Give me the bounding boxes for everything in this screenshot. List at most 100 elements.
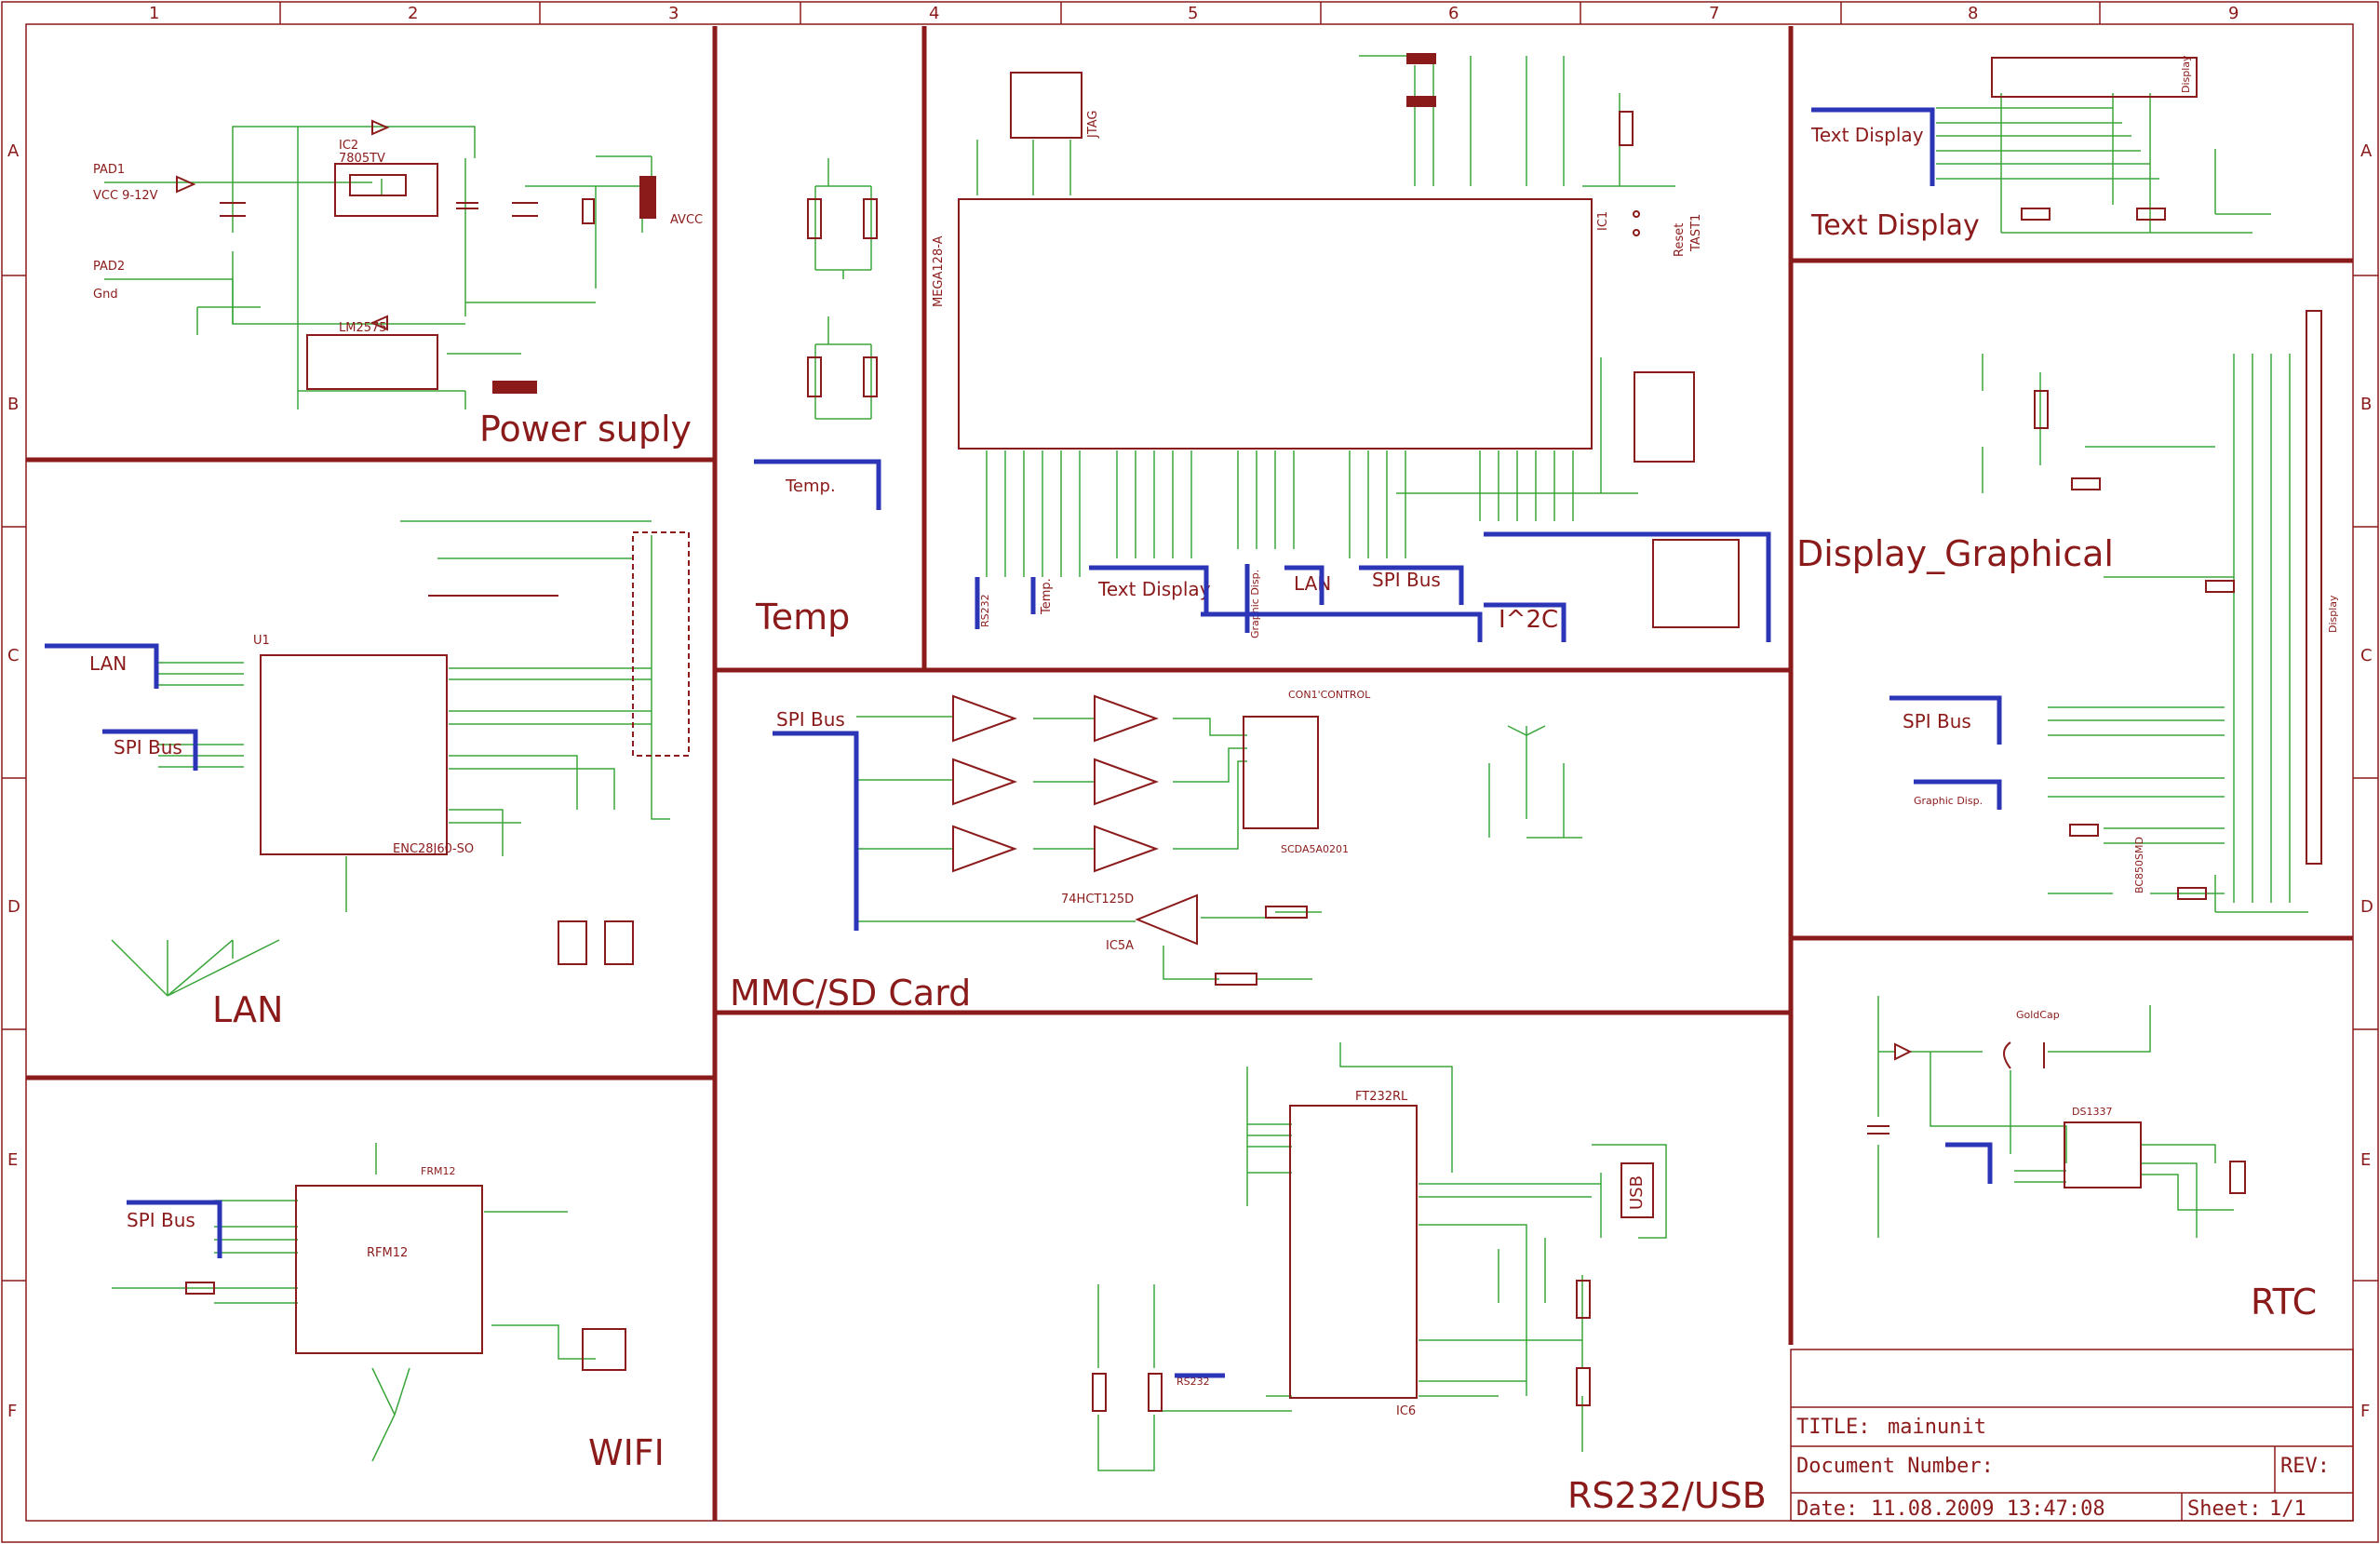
- lan-bus-lines: [45, 643, 198, 771]
- ic1-label: IC1: [1596, 211, 1610, 231]
- reset-label: Reset: [1673, 223, 1687, 257]
- row-label: E: [7, 1150, 18, 1170]
- date-value: 11.08.2009 13:47:08: [1871, 1497, 2105, 1521]
- rtc-bus-lines: [1945, 1142, 1993, 1184]
- rtc-circuit: [1877, 996, 2234, 1238]
- led1: [558, 920, 587, 965]
- rfm12-module: [295, 1185, 483, 1354]
- row-label: E: [2360, 1150, 2371, 1170]
- wifi-bus-lines: [127, 1200, 222, 1258]
- section-dividers: [26, 26, 2353, 1521]
- row-label: B: [7, 395, 19, 414]
- row-label: B: [2360, 395, 2372, 414]
- goldcap-capacitor: [2003, 1041, 2011, 1069]
- con1-label: CON1'CONTROL: [1288, 689, 1371, 701]
- rj45-connector: [632, 531, 690, 757]
- wifi-parts: [185, 1185, 626, 1371]
- mega128-chip: [958, 198, 1593, 450]
- mcu-bus-lines: [975, 531, 1771, 642]
- col-label: 9: [2228, 4, 2239, 23]
- temp-parts: [807, 198, 878, 397]
- graphic-display-circuit: [1982, 354, 2308, 913]
- buffer-ic3f: [1094, 694, 1159, 743]
- pad2-label: PAD2: [93, 260, 125, 274]
- tast1-label: TAST1: [1689, 214, 1703, 252]
- grid-labels: 1 2 3 4 5 6 7 8 9 A B C D E F A B C D E …: [7, 4, 2373, 1421]
- temp-bus-lines: [754, 459, 881, 510]
- ft232rl-chip: [1289, 1105, 1418, 1399]
- rtc-parts: [1867, 1041, 2246, 1194]
- ds1337-label: DS1337: [2072, 1106, 2112, 1118]
- graphical-display-connector-label: Display: [2327, 595, 2339, 633]
- buffer-ic3c: [952, 825, 1017, 873]
- scda-label: SCDA5A0201: [1281, 843, 1349, 855]
- mcu-parts: [958, 53, 1740, 628]
- section-title-text-display: Text Display: [1810, 209, 1980, 242]
- diode-v1: [371, 119, 390, 136]
- bus-label-rs232-mcu: RS232: [979, 594, 991, 627]
- ic5a-label: IC5A: [1106, 939, 1134, 953]
- col-label: 7: [1709, 4, 1719, 23]
- rs232-circuit: [1097, 1042, 1667, 1471]
- temp-circuit: [814, 158, 872, 420]
- bus-label-temp-mcu: Temp.: [1040, 578, 1054, 615]
- section-title-lan: LAN: [212, 989, 283, 1030]
- isp-header: [1634, 371, 1695, 463]
- pad1-label: PAD1: [93, 163, 125, 177]
- col-label: 2: [408, 4, 418, 23]
- diode-v3: [370, 315, 388, 331]
- power-parts: [176, 119, 656, 394]
- jtag-header: [1010, 72, 1082, 139]
- text-display-header: [1991, 57, 2198, 98]
- section-title-power: Power suply: [479, 409, 692, 450]
- section-title-rs232: RS232/USB: [1567, 1475, 1767, 1516]
- row-label: A: [7, 141, 20, 161]
- usb-connector: [1620, 1162, 1654, 1218]
- lm2575-regulator: [306, 334, 438, 390]
- row-label: F: [2360, 1402, 2370, 1421]
- graphic-display-bus-lines: [1889, 695, 2002, 810]
- mega-label: MEGA128-A: [932, 235, 946, 307]
- avcc-label: AVCC: [670, 213, 703, 227]
- row-label: C: [2360, 646, 2373, 665]
- buffer-ic3a: [952, 694, 1017, 743]
- lan-circuit: [111, 520, 670, 997]
- text-display-parts: [1991, 57, 2198, 221]
- jp5-header: [582, 1328, 626, 1371]
- document-number-label: Document Number:: [1796, 1455, 1994, 1478]
- display-label: Display: [2180, 55, 2192, 93]
- bus-label-temp: Temp.: [785, 477, 836, 496]
- row-label: F: [7, 1402, 17, 1421]
- inductor-l1: [639, 176, 656, 219]
- diode-v4: [1894, 1042, 1913, 1061]
- bus-label-spi-wifi: SPI Bus: [127, 1209, 195, 1231]
- lm2575-label: LM2575: [339, 321, 387, 335]
- rfm12-label: RFM12: [367, 1246, 408, 1260]
- enc28j60-chip: [260, 654, 448, 855]
- title-block: [1790, 1349, 2354, 1522]
- inductor-l2: [492, 381, 537, 394]
- ds1337-chip: [2064, 1121, 2142, 1188]
- q2-label: BC850SMD: [2133, 837, 2145, 893]
- ic2-label: IC2: [339, 139, 358, 153]
- col-label: 8: [1968, 4, 1978, 23]
- ft232-label: FT232RL: [1355, 1090, 1408, 1104]
- vcc-input-label: VCC 9-12V: [93, 189, 158, 203]
- bus-label-spi-lan: SPI Bus: [114, 736, 182, 759]
- sheet-value: 1/1: [2269, 1497, 2306, 1521]
- mcu-circuit: [976, 55, 1675, 577]
- switches-header: [1652, 539, 1740, 628]
- graphic-display-parts: [2034, 310, 2322, 900]
- bus-label-spi-graphical: SPI Bus: [1903, 710, 1971, 732]
- mmc-parts: [952, 694, 1319, 986]
- text-display-bus-lines: [1811, 107, 1935, 186]
- bus-label-spi-mmc: SPI Bus: [776, 708, 845, 731]
- diode-v2: [176, 175, 196, 194]
- sheet-label: Sheet:: [2187, 1497, 2261, 1521]
- row-label: D: [7, 897, 20, 917]
- row-label: D: [2360, 897, 2373, 917]
- ic2-regulator: [334, 163, 438, 217]
- bus-label-graphic-disp: Graphic Disp.: [1914, 795, 1983, 807]
